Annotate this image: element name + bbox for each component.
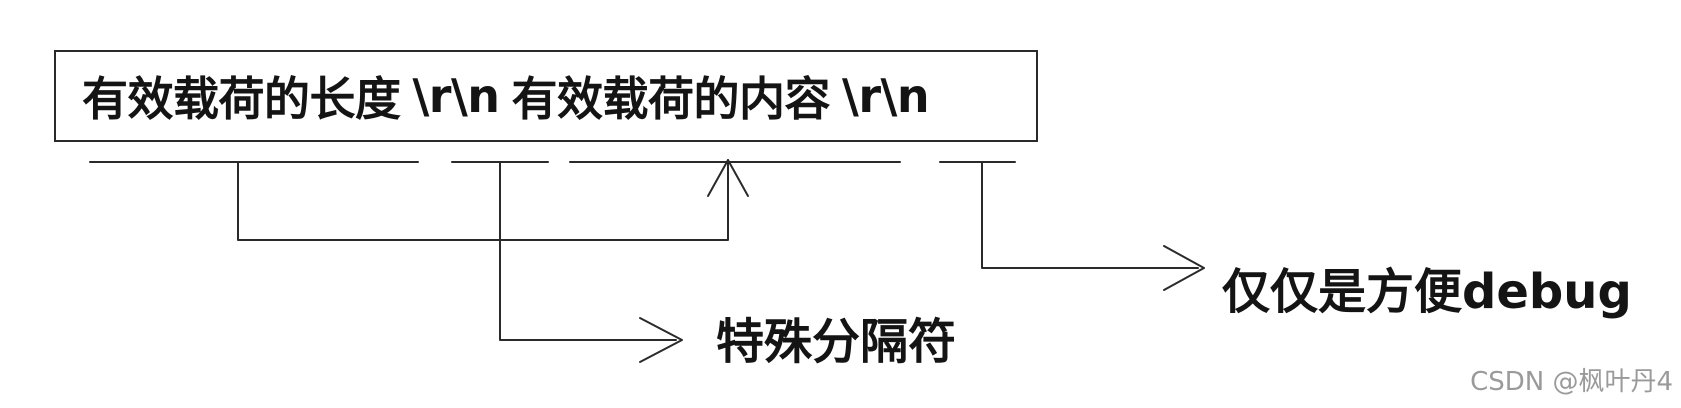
length-to-content-connector: [237, 159, 729, 241]
length-to-content-arrowhead: [707, 159, 749, 197]
separator-field-1: \r\n: [412, 69, 501, 123]
watermark: CSDN @枫叶丹4: [1470, 367, 1673, 397]
payload-content-field: 有效载荷的内容: [511, 72, 831, 126]
debug-connector: [981, 162, 1199, 269]
payload-length-field: 有效载荷的长度: [82, 72, 401, 126]
packet-format-box: 有效载荷的长度 \r\n 有效载荷的内容 \r\n: [54, 50, 1038, 142]
debug-convenience-label: 仅仅是方便debug: [1222, 264, 1632, 320]
separator-arrowhead: [639, 317, 683, 363]
separator-connector: [499, 162, 677, 341]
separator-field-2: \r\n: [842, 69, 930, 123]
debug-arrowhead: [1163, 245, 1205, 291]
special-separator-label: 特殊分隔符: [716, 314, 957, 370]
